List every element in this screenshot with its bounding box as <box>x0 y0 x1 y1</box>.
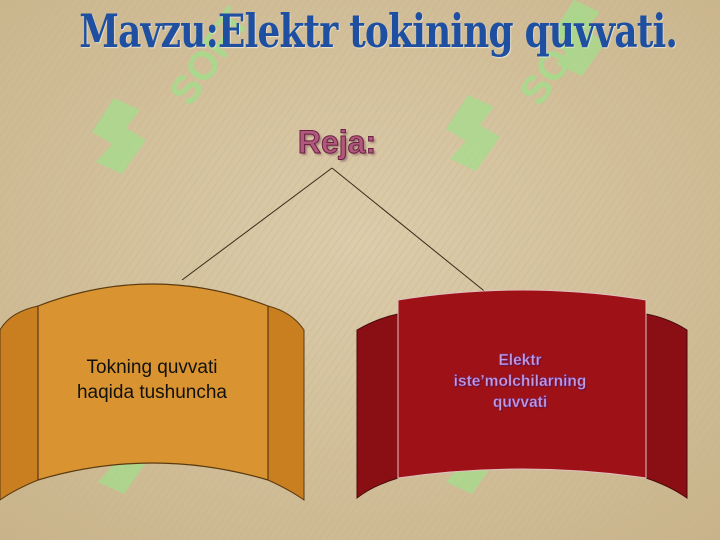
plan-item-label: Elektr iste’molchilarning quvvati <box>453 352 587 411</box>
item-ribbon-left <box>0 283 305 501</box>
item-ribbon-right <box>356 289 688 500</box>
plan-label: Reja: <box>297 124 377 161</box>
connector-left <box>181 167 333 281</box>
slide-title: Mavzu:Elektr tokining quvvati. <box>79 4 678 58</box>
connector-right <box>331 167 489 295</box>
plan-item-label: Tokning quvvati haqida tushuncha <box>76 357 227 403</box>
